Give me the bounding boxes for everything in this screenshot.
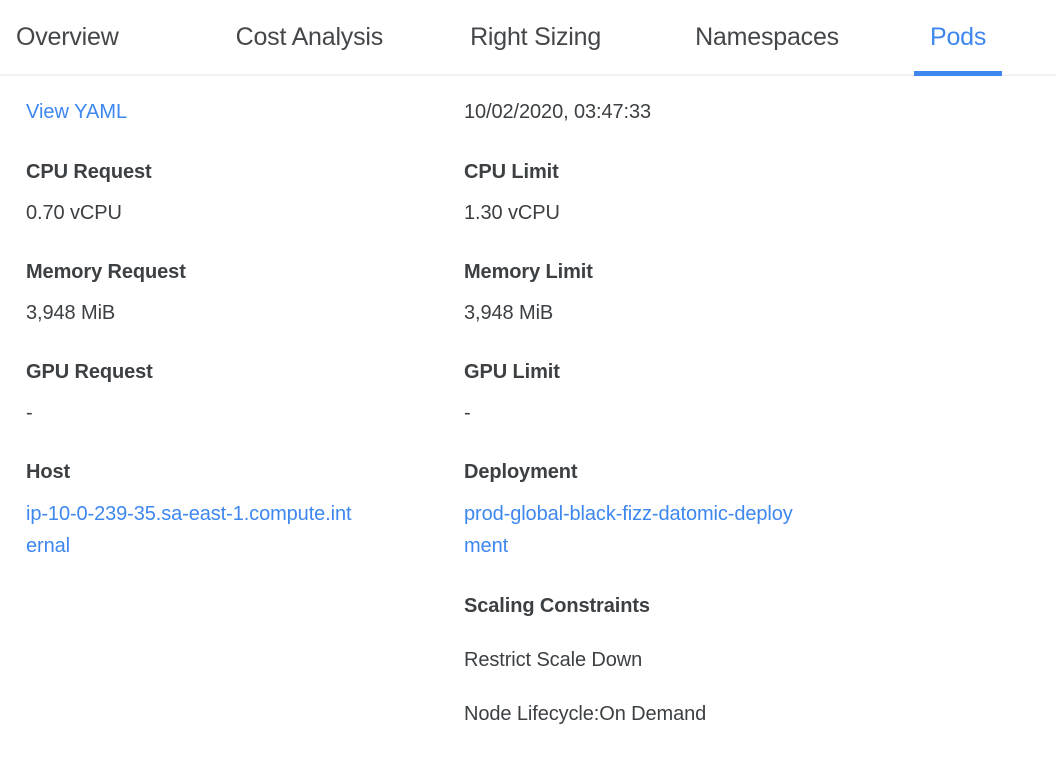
cpu-limit-label: CPU Limit [464,161,559,183]
memory-limit-value: 3,948 MiB [464,302,554,324]
tab-right-sizing-label: Right Sizing [470,22,602,51]
cpu-request-value: 0.70 vCPU [26,202,122,224]
pod-detail-right-column: 10/02/2020, 03:47:33 CPU Limit 1.30 vCPU… [0,98,876,758]
tab-bar: Overview Cost Analysis Right Sizing Name… [0,0,1056,76]
memory-request-field: Memory Request 3,948 MiB [26,258,438,328]
memory-limit-field: Memory Limit 3,948 MiB [464,258,876,328]
host-link[interactable]: ip-10-0-239-35.sa-east-1.compute.interna… [26,503,352,557]
tab-cost-analysis[interactable]: Cost Analysis [235,0,384,74]
pod-timestamp: 10/02/2020, 03:47:33 [464,101,652,123]
cpu-limit-value: 1.30 vCPU [464,202,560,224]
scaling-constraints-label: Scaling Constraints [464,595,650,617]
cpu-request-label: CPU Request [26,161,152,183]
tab-right-sizing[interactable]: Right Sizing [470,0,601,74]
scaling-constraint-item: Restrict Scale Down [464,649,643,671]
memory-limit-label: Memory Limit [464,261,593,283]
pod-detail-left-column: View YAML CPU Request 0.70 vCPU Memory R… [0,98,438,758]
tab-pods-label: Pods [929,22,987,51]
deployment-field: Deployment prod-global-black-fizz-datomi… [464,458,876,562]
cpu-request-field: CPU Request 0.70 vCPU [26,158,438,228]
tab-namespaces-label: Namespaces [695,22,839,51]
gpu-limit-label: GPU Limit [464,361,560,383]
view-yaml-link[interactable]: View YAML [26,101,128,123]
scaling-constraint-item: Node Lifecycle:On Demand [464,703,707,725]
gpu-request-value: - [26,402,33,424]
memory-request-label: Memory Request [26,261,186,283]
memory-request-value: 3,948 MiB [26,302,116,324]
cpu-limit-field: CPU Limit 1.30 vCPU [464,158,876,228]
tab-overview-label: Overview [16,22,119,51]
tab-list: Overview Cost Analysis Right Sizing Name… [0,0,1056,76]
tab-overview[interactable]: Overview [16,0,119,74]
tab-namespaces[interactable]: Namespaces [695,0,839,74]
timestamp-field: 10/02/2020, 03:47:33 [464,98,876,126]
deployment-label: Deployment [464,461,578,483]
gpu-request-label: GPU Request [26,361,153,383]
deployment-link[interactable]: prod-global-black-fizz-datomic-deploymen… [464,503,793,557]
tab-pods[interactable]: Pods [913,0,1003,76]
tab-active-underline [913,71,1003,76]
gpu-request-field: GPU Request - [26,358,438,428]
gpu-limit-value: - [464,402,471,424]
host-label: Host [26,461,71,483]
tab-cost-analysis-label: Cost Analysis [235,22,384,51]
view-yaml-field: View YAML [26,98,438,126]
host-field: Host ip-10-0-239-35.sa-east-1.compute.in… [26,458,438,562]
pod-detail-panel: View YAML CPU Request 0.70 vCPU Memory R… [0,76,1056,758]
scaling-constraints-field: Scaling Constraints Restrict Scale Down … [464,592,876,728]
gpu-limit-field: GPU Limit - [464,358,876,428]
